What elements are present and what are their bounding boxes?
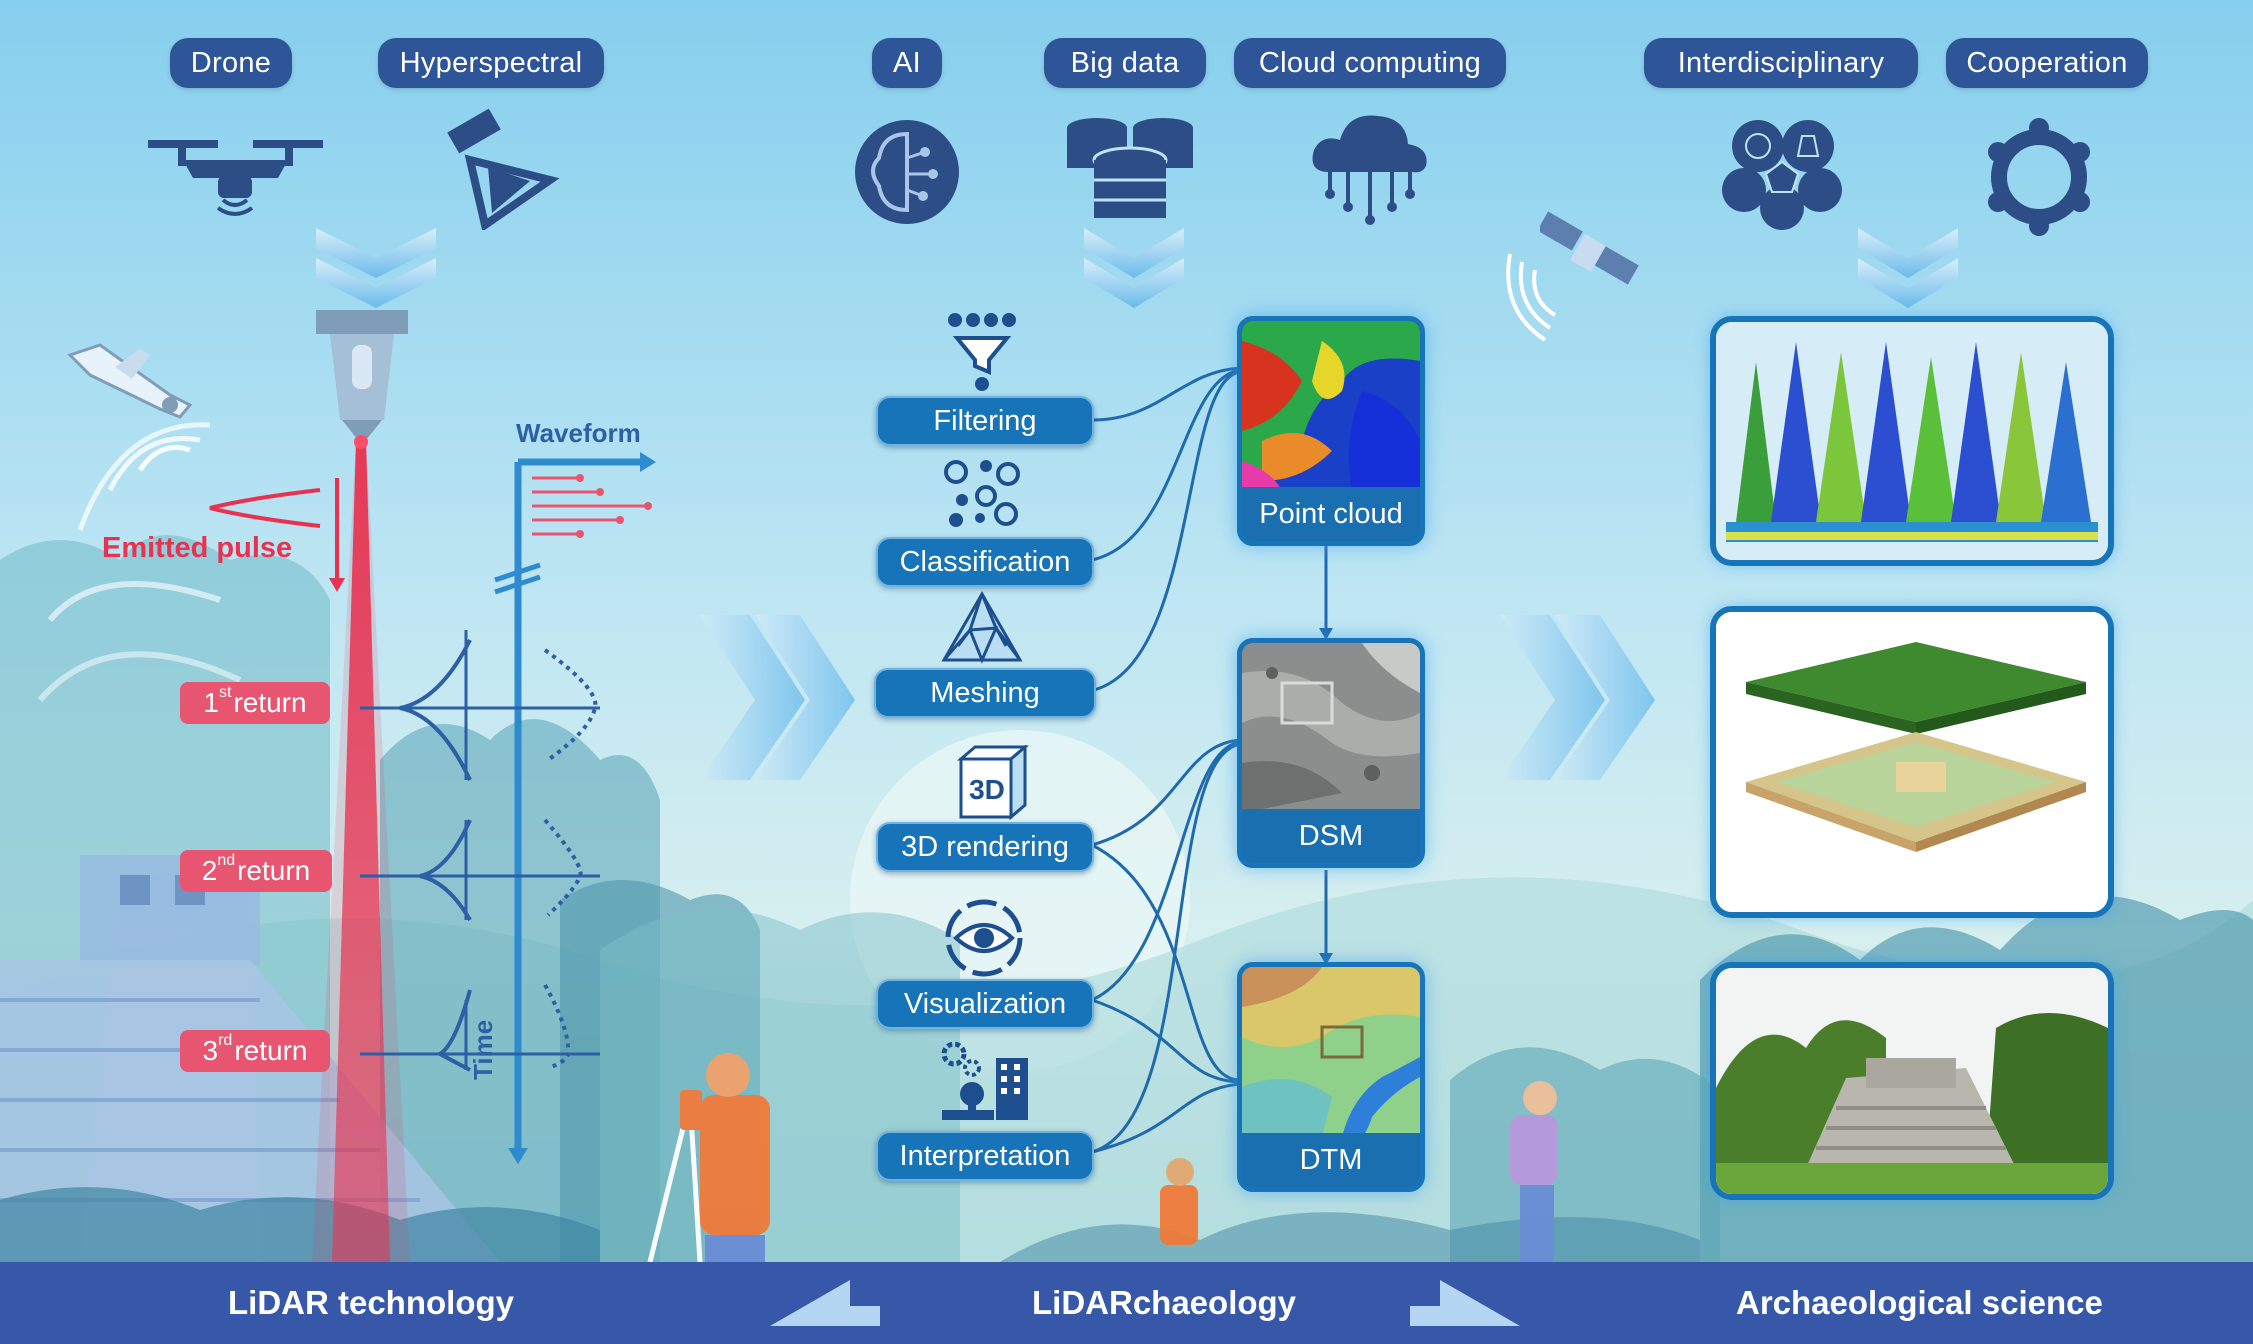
filter-icon bbox=[948, 313, 1016, 391]
cooperation-icon bbox=[1988, 118, 2090, 236]
database-icon bbox=[1067, 118, 1193, 218]
pill-interdisciplinary: Interdisciplinary bbox=[1644, 38, 1918, 88]
pill-drone: Drone bbox=[170, 38, 292, 88]
step-classification: Classification bbox=[876, 537, 1094, 587]
3d-cube-icon bbox=[956, 745, 1030, 821]
3d-icon-text: 3D bbox=[969, 774, 1005, 805]
point-cloud-image bbox=[1242, 321, 1420, 491]
return-ordinal: 3 bbox=[202, 1035, 219, 1066]
terrain-layers-result bbox=[1710, 606, 2114, 918]
pill-big-data: Big data bbox=[1044, 38, 1206, 88]
dsm-label: DSM bbox=[1242, 809, 1420, 863]
eye-visualization-icon bbox=[945, 899, 1023, 977]
return-suffix: st bbox=[218, 684, 232, 701]
forest-point-cloud-image bbox=[1716, 322, 2108, 560]
lidarchaeology-label: LiDARchaeology bbox=[1032, 1284, 1297, 1321]
return-ordinal: 1 bbox=[203, 687, 219, 718]
archaeological-science-label: Archaeological science bbox=[1736, 1284, 2103, 1321]
return-ordinal: 2 bbox=[201, 855, 218, 886]
emitted-pulse-label: Emitted pulse bbox=[102, 532, 293, 564]
waveform-label: Waveform bbox=[516, 418, 641, 448]
ai-brain-icon bbox=[855, 120, 959, 224]
drone-icon bbox=[148, 140, 323, 216]
dtm-image bbox=[1242, 967, 1420, 1137]
lidar-technology-label: LiDAR technology bbox=[228, 1284, 514, 1321]
point-cloud-panel: Point cloud bbox=[1237, 316, 1425, 546]
pill-ai: AI bbox=[872, 38, 942, 88]
step-interpretation: Interpretation bbox=[876, 1131, 1094, 1181]
return-word: return bbox=[233, 687, 307, 718]
maya-pyramid-image bbox=[1716, 968, 2108, 1194]
maya-pyramid-photo bbox=[1710, 962, 2114, 1200]
bottom-bar bbox=[0, 1262, 2253, 1344]
step-filtering: Filtering bbox=[876, 396, 1094, 446]
interpretation-icon bbox=[941, 1041, 1028, 1120]
dtm-panel: DTM bbox=[1237, 962, 1425, 1192]
dtm-label: DTM bbox=[1242, 1133, 1420, 1187]
classification-icon bbox=[944, 460, 1020, 527]
terrain-layers-image bbox=[1716, 612, 2108, 912]
dsm-panel: DSM bbox=[1237, 638, 1425, 868]
hyperspectral-sensor-icon bbox=[447, 108, 560, 230]
step-3d-rendering: 3D rendering bbox=[876, 822, 1094, 872]
cloud-computing-icon bbox=[1312, 115, 1427, 225]
pill-cloud-computing: Cloud computing bbox=[1234, 38, 1506, 88]
satellite-icon bbox=[1540, 211, 1639, 285]
step-visualization: Visualization bbox=[876, 979, 1094, 1029]
return-word: return bbox=[234, 1035, 308, 1066]
dsm-image bbox=[1242, 643, 1420, 813]
time-axis-label: Time bbox=[468, 1019, 498, 1080]
point-cloud-label: Point cloud bbox=[1242, 487, 1420, 541]
pill-hyperspectral: Hyperspectral bbox=[378, 38, 604, 88]
interdisciplinary-icon bbox=[1722, 120, 1842, 230]
return-word: return bbox=[237, 855, 311, 886]
right-arrow-shape bbox=[1410, 1280, 1520, 1326]
pill-cooperation: Cooperation bbox=[1946, 38, 2148, 88]
aircraft-icon bbox=[67, 343, 193, 419]
left-arrow-shape bbox=[770, 1280, 880, 1326]
return-suffix: nd bbox=[217, 852, 236, 869]
step-meshing: Meshing bbox=[874, 668, 1096, 718]
return-suffix: rd bbox=[218, 1032, 233, 1049]
forest-point-cloud-result bbox=[1710, 316, 2114, 566]
mesh-icon bbox=[941, 590, 1023, 664]
